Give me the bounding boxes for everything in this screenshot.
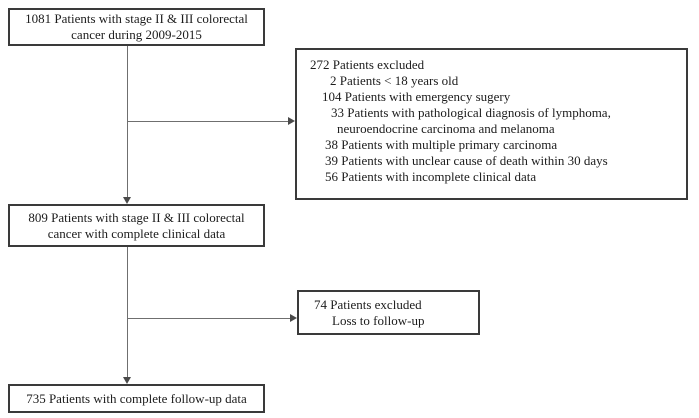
arrow-right-icon — [288, 117, 295, 125]
exclusion-item: Loss to follow-up — [332, 313, 425, 328]
exclusion-item: 33 Patients with pathological diagnosis … — [331, 105, 611, 120]
box-initial-cohort: 1081 Patients with stage II & III colore… — [8, 8, 265, 46]
box-final-cohort: 735 Patients with complete follow-up dat… — [8, 384, 265, 413]
box-excluded-272: 272 Patients excluded 2 Patients < 18 ye… — [295, 48, 688, 200]
connector-horizontal-2 — [127, 318, 290, 319]
arrow-down-icon — [123, 377, 131, 384]
exclusion-title: 272 Patients excluded — [310, 57, 425, 72]
arrow-right-icon — [290, 314, 297, 322]
exclusion-item: 38 Patients with multiple primary carcin… — [325, 137, 558, 152]
exclusion-item: 2 Patients < 18 years old — [330, 73, 459, 88]
box-line: 809 Patients with stage II & III colorec… — [28, 209, 245, 225]
arrow-down-icon — [123, 197, 131, 204]
exclusion-item: 104 Patients with emergency sugery — [322, 89, 511, 104]
exclusion-title: 74 Patients excluded — [314, 297, 422, 312]
box-line: 735 Patients with complete follow-up dat… — [26, 390, 247, 406]
box-line: 1081 Patients with stage II & III colore… — [25, 11, 248, 26]
box-excluded-74: 74 Patients excluded Loss to follow-up — [297, 290, 480, 335]
box-clinical-data-cohort: 809 Patients with stage II & III colorec… — [8, 204, 265, 247]
exclusion-item-continuation: neuroendocrine carcinoma and melanoma — [337, 121, 555, 136]
connector-vertical-1 — [127, 46, 128, 198]
box-line: cancer during 2009-2015 — [71, 27, 202, 42]
connector-horizontal-1 — [127, 121, 288, 122]
box-line: cancer with complete clinical data — [47, 225, 226, 241]
connector-vertical-2 — [127, 247, 128, 378]
exclusion-item: 56 Patients with incomplete clinical dat… — [325, 169, 537, 184]
exclusion-item: 39 Patients with unclear cause of death … — [325, 153, 608, 168]
